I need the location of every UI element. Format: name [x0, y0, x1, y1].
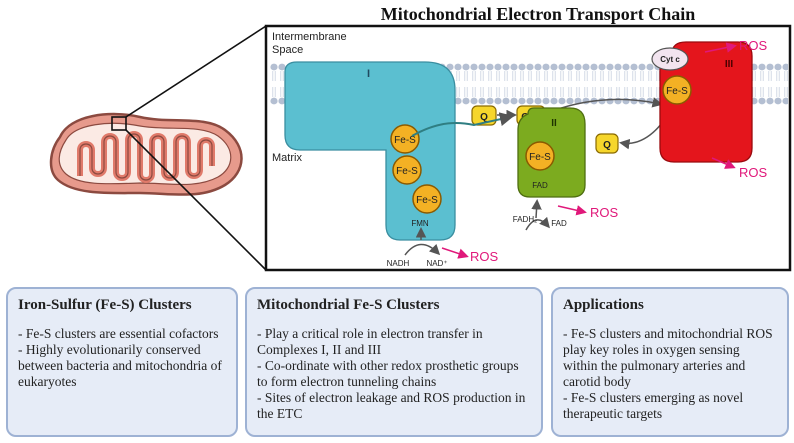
nadh-arrow [404, 243, 441, 256]
fes-cluster-3: Fe-S [662, 75, 692, 105]
svg-text:Fe-S: Fe-S [416, 195, 438, 206]
nadh-label: NADH [387, 259, 410, 268]
zoom-line-bottom [125, 129, 267, 271]
fmn-label: FMN [411, 219, 429, 228]
svg-text:Fe-S: Fe-S [529, 152, 551, 163]
zoom-line-top [125, 25, 267, 118]
info-box-title: Applications [563, 297, 644, 313]
zoom-box [111, 116, 127, 131]
complex-3-label: III [725, 59, 734, 70]
info-box-mito-fes: Mitochondrial Fe-S Clusters - Play a cri… [245, 287, 543, 437]
complex-3: III [659, 41, 753, 163]
info-box-item: - Highly evolutionarily conserved betwee… [18, 342, 222, 389]
fad-released-label: FAD [551, 219, 567, 228]
matrix-label: Matrix [272, 152, 302, 164]
ros-label-2: ROS [590, 205, 619, 220]
ros-label-1: ROS [470, 249, 499, 264]
info-box-item: - Fe-S clusters emerging as novel therap… [563, 390, 744, 421]
complex-1-label: I [367, 68, 370, 80]
ubiquinone-q-1: Q [471, 105, 497, 126]
info-box-fes-clusters: Iron-Sulfur (Fe-S) Clusters - Fe-S clust… [6, 287, 238, 437]
ros-arrow-2 [557, 205, 587, 216]
svg-text:Cyt c: Cyt c [660, 55, 680, 64]
cytochrome-c: Cyt c [651, 47, 689, 71]
fes-cluster-2: Fe-S [525, 141, 555, 171]
ros-arrow-1 [441, 247, 469, 259]
svg-text:Q: Q [480, 112, 488, 123]
svg-text:Fe-S: Fe-S [396, 166, 418, 177]
mitochondrion-illustration [49, 25, 267, 271]
ros-label-3: ROS [739, 38, 768, 53]
fadh2-electron-arrow [531, 199, 542, 219]
fadh2-arrow [525, 216, 550, 231]
info-box-applications: Applications - Fe-S clusters and mitocho… [551, 287, 789, 437]
svg-text:Fe-S: Fe-S [394, 135, 416, 146]
complex-2-label: II [551, 118, 557, 129]
ros-arrow-3 [704, 42, 737, 53]
page-title: Mitochondrial Electron Transport Chain [381, 4, 696, 24]
nad-label: NAD⁺ [426, 259, 447, 268]
svg-text:Q: Q [603, 140, 611, 151]
info-box-item: - Co-ordinate with other redox prostheti… [257, 358, 519, 389]
info-box-title: Mitochondrial Fe-S Clusters [257, 297, 440, 313]
fad-bound-label: FAD [532, 181, 548, 190]
ros-arrow-4 [711, 157, 736, 169]
svg-text:Fe-S: Fe-S [666, 86, 688, 97]
fadh2-label: FADH₂ [513, 215, 537, 224]
ubiquinone-q-2: Q [595, 133, 619, 154]
etc-diagram: Mitochondrial Electron Transport Chain I… [49, 4, 792, 272]
info-box-item: - Fe-S clusters and mitochondrial ROS pl… [563, 326, 773, 389]
info-box-title: Iron-Sulfur (Fe-S) Clusters [18, 297, 192, 313]
info-box-item: - Play a critical role in electron trans… [257, 326, 483, 357]
fes-cluster-1b: Fe-S [392, 155, 422, 185]
ros-label-4: ROS [739, 165, 768, 180]
electron-path-complex1 [411, 112, 514, 137]
space-label: Space [272, 44, 303, 56]
fes-cluster-1c: Fe-S [412, 184, 442, 214]
complex-1: I [284, 61, 456, 241]
info-box-item: - Sites of electron leakage and ROS prod… [257, 390, 526, 421]
intermembrane-label: Intermembrane [272, 31, 347, 43]
fes-cluster-1a: Fe-S [390, 124, 420, 154]
info-box-item: - Fe-S clusters are essential cofactors [18, 326, 219, 341]
